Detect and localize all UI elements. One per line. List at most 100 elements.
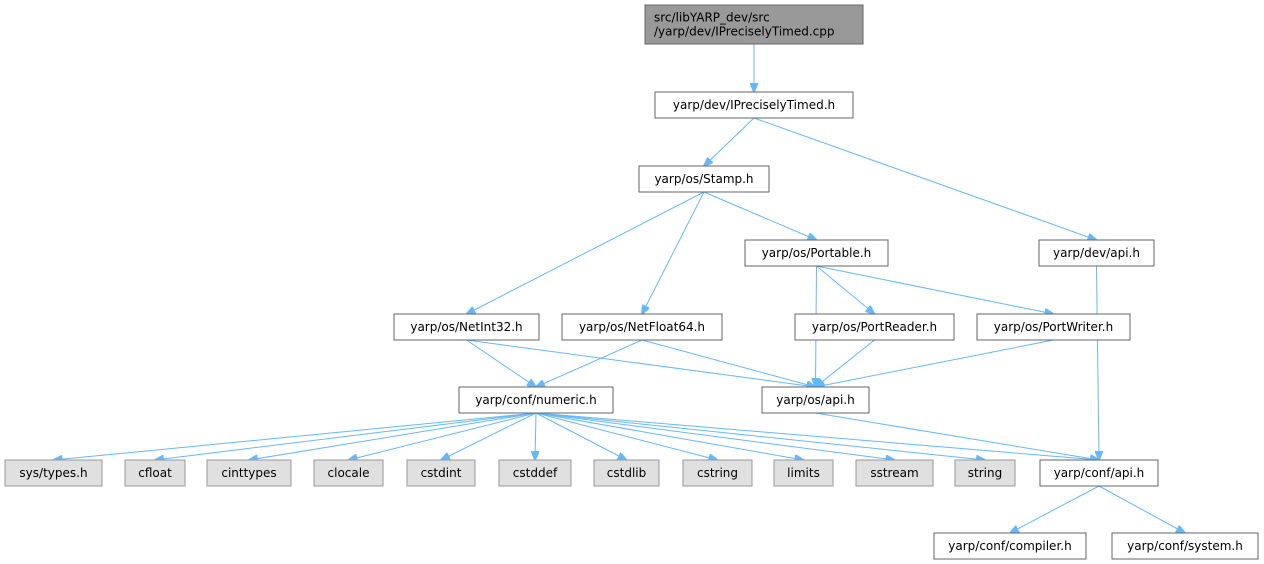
edge (536, 339, 643, 387)
edge (155, 412, 537, 460)
edge-stamp-to-netfloat64 (642, 191, 705, 314)
edge-numeric-to-confapi (535, 412, 1099, 460)
node-box (644, 4, 864, 45)
node-box (976, 313, 1131, 341)
node-label: yarp/conf/api.h (1054, 466, 1145, 480)
node-box (654, 91, 854, 119)
node-label: cfloat (138, 466, 172, 480)
node-label: cstring (697, 466, 738, 480)
edge (704, 117, 755, 166)
edge (441, 412, 537, 460)
node-box (744, 239, 889, 267)
edge-portable-to-portreader (816, 265, 875, 314)
node-label: yarp/os/PortWriter.h (994, 320, 1113, 334)
edge-ipt-to-devapi (753, 117, 1097, 240)
node-box (4, 459, 103, 487)
node-box (773, 459, 834, 487)
edge-netint32-to-osapi (466, 339, 816, 387)
edge (816, 265, 1054, 314)
node-box (1039, 459, 1159, 487)
node-stamp[interactable]: yarp/os/Stamp.h (638, 165, 770, 193)
node-box (458, 386, 614, 414)
edge (816, 339, 1054, 387)
node-box (794, 313, 955, 341)
node-label: clocale (328, 466, 370, 480)
node-label: yarp/os/NetFloat64.h (579, 320, 705, 334)
edge-devapi-to-confapi (1097, 265, 1100, 460)
edge-numeric-to-cinttypes (249, 412, 537, 460)
node-box (1111, 532, 1259, 560)
node-label: sstream (870, 466, 918, 480)
edge-portreader-to-osapi (816, 339, 875, 387)
edge (466, 339, 816, 387)
node-cstddef: cstddef (498, 459, 572, 487)
node-box (561, 313, 723, 341)
edge-numeric-to-cstring (535, 412, 718, 460)
node-devapi[interactable]: yarp/dev/api.h (1038, 239, 1155, 267)
node-portreader[interactable]: yarp/os/PortReader.h (794, 313, 955, 341)
node-limits: limits (773, 459, 834, 487)
node-label: yarp/os/Portable.h (762, 246, 872, 260)
edge (535, 412, 895, 460)
node-label: sys/types.h (19, 466, 87, 480)
node-label: /yarp/dev/IPreciselyTimed.cpp (654, 25, 835, 39)
edge-stamp-to-netint32 (467, 191, 705, 314)
node-sstream: sstream (855, 459, 934, 487)
node-clocale: clocale (313, 459, 384, 487)
node-label: cstdlib (607, 466, 646, 480)
edge-netint32-to-numeric (466, 339, 537, 387)
edge-confapi-to-system (1098, 485, 1185, 533)
node-compiler[interactable]: yarp/conf/compiler.h (933, 532, 1087, 560)
node-label: cinttypes (221, 466, 276, 480)
node-cstdint: cstdint (406, 459, 476, 487)
node-netfloat64[interactable]: yarp/os/NetFloat64.h (561, 313, 723, 341)
edge (535, 412, 804, 460)
node-label: limits (787, 466, 820, 480)
node-ipt[interactable]: yarp/dev/IPreciselyTimed.h (654, 91, 854, 119)
node-cinttypes: cinttypes (206, 459, 292, 487)
node-box (855, 459, 934, 487)
node-osapi[interactable]: yarp/os/api.h (761, 386, 870, 414)
edge (535, 412, 985, 460)
node-cstdlib: cstdlib (593, 459, 660, 487)
node-label: yarp/os/Stamp.h (654, 172, 753, 186)
node-confapi[interactable]: yarp/conf/api.h (1039, 459, 1159, 487)
edge (535, 412, 1099, 460)
node-box (498, 459, 572, 487)
edge (349, 412, 537, 460)
node-box (313, 459, 384, 487)
node-label: string (968, 466, 1002, 480)
edge (535, 412, 718, 460)
edge-portwriter-to-osapi (816, 339, 1054, 387)
edge-stamp-to-portable (703, 191, 817, 240)
nodes-layer: src/libYARP_dev/src/yarp/dev/IPreciselyT… (4, 4, 1259, 560)
node-portwriter[interactable]: yarp/os/PortWriter.h (976, 313, 1131, 341)
node-numeric[interactable]: yarp/conf/numeric.h (458, 386, 614, 414)
node-label: yarp/dev/api.h (1053, 246, 1140, 260)
edge-ipt-to-stamp (704, 117, 755, 166)
node-portable[interactable]: yarp/os/Portable.h (744, 239, 889, 267)
node-cfloat: cfloat (124, 459, 186, 487)
edge (815, 412, 1100, 460)
edge-numeric-to-clocale (349, 412, 537, 460)
node-box (954, 459, 1016, 487)
node-netint32[interactable]: yarp/os/NetInt32.h (393, 313, 540, 341)
edge (54, 412, 537, 460)
edge (816, 339, 875, 387)
edge-numeric-to-cstdint (441, 412, 537, 460)
node-label: yarp/conf/compiler.h (948, 539, 1071, 553)
node-label: cstddef (513, 466, 558, 480)
edge (1010, 485, 1100, 533)
edge (467, 191, 705, 314)
node-box (1038, 239, 1155, 267)
node-box (682, 459, 753, 487)
node-box (393, 313, 540, 341)
node-system[interactable]: yarp/conf/system.h (1111, 532, 1259, 560)
edge-portable-to-portwriter (816, 265, 1054, 314)
edge (816, 265, 875, 314)
edge-netfloat64-to-numeric (536, 339, 643, 387)
edge-netfloat64-to-osapi (641, 339, 816, 387)
node-label: src/libYARP_dev/src (654, 11, 770, 25)
node-box (406, 459, 476, 487)
